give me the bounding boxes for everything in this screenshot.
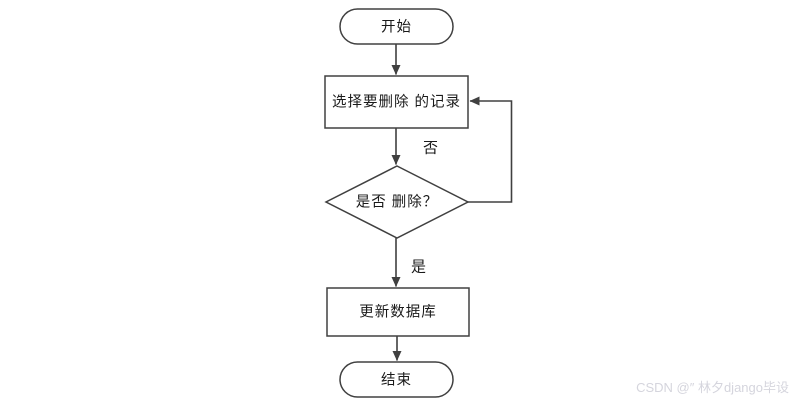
- confirm-delete-decision-shape: [324, 165, 470, 239]
- update-database-label: 更新数据库: [359, 304, 437, 321]
- branch-label-no: 否: [423, 140, 438, 157]
- node-select-record: 选择要删除 的记录: [324, 75, 469, 129]
- end-terminator-shape: [339, 361, 454, 398]
- watermark: CSDN @″ 林夕django毕设: [636, 380, 789, 395]
- node-confirm-delete: 是否 删除？: [324, 165, 470, 239]
- confirm-delete-label: 是否 删除？: [356, 194, 439, 211]
- edges: [391, 44, 513, 361]
- select-record-process-shape: [324, 75, 469, 129]
- select-record-label: 选择要删除 的记录: [332, 94, 461, 111]
- start-terminator-shape: [339, 8, 454, 45]
- update-database-process-shape: [326, 287, 470, 337]
- node-end: 结束: [339, 361, 454, 398]
- arrow-loop-decision-to-select: [468, 96, 513, 203]
- end-label: 结束: [381, 372, 412, 389]
- node-update-database: 更新数据库: [326, 287, 470, 337]
- node-start: 开始: [339, 8, 454, 45]
- start-label: 开始: [381, 19, 412, 36]
- branch-label-yes: 是: [411, 259, 426, 276]
